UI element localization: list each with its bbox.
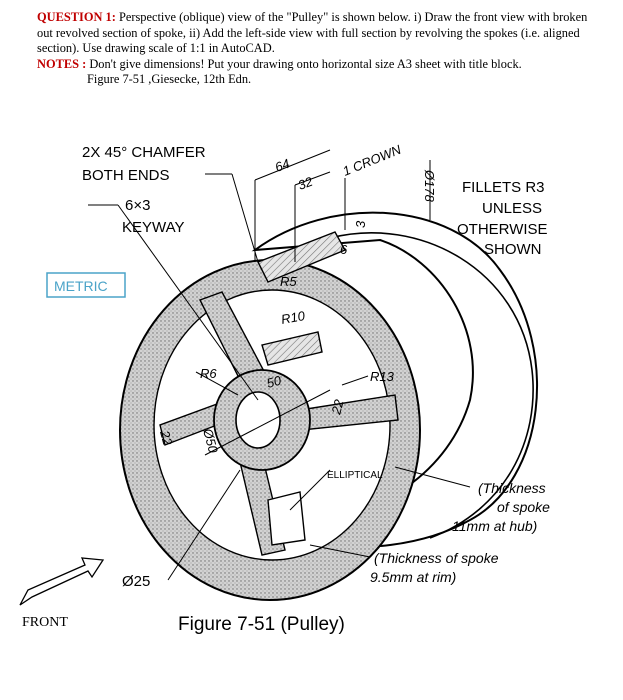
dim-22-right: 22 (328, 397, 347, 417)
leader-dia25 (167, 469, 241, 581)
dim-50-dia: Ø50 (200, 426, 221, 455)
dim-64-line (254, 149, 331, 181)
figure-caption: Figure 7-51 (Pulley) (178, 614, 345, 635)
leader-dia50 (204, 389, 331, 456)
crown-label: 1 CROWN (341, 142, 404, 179)
rim-outer-surface (251, 211, 538, 549)
elliptical-label: ELLIPTICAL (327, 470, 383, 481)
leader-chamfer-diag (231, 173, 259, 263)
fillets-line-3: OTHERWISE (457, 221, 548, 238)
dim-64-label: 64 (273, 156, 292, 175)
dim-22-left: 22 (157, 428, 176, 448)
fillets-line-1: FILLETS R3 (462, 179, 545, 196)
dia25-label: Ø25 (122, 573, 150, 590)
leader-r6 (195, 371, 239, 396)
notes-label: NOTES : (37, 56, 87, 71)
dim-32-line (294, 171, 331, 186)
hub-bore (235, 391, 281, 449)
question-text: Perspective (oblique) view of the "Pulle… (37, 10, 588, 55)
leader-elliptical (289, 469, 331, 511)
metric-label: METRIC (54, 278, 108, 294)
thick-hub-1: (Thickness (478, 480, 546, 496)
dim-6-label: 6 (340, 242, 348, 257)
thick-rim-2: 9.5mm at rim) (370, 569, 456, 585)
metric-box (46, 272, 126, 298)
r5-label: R5 (280, 274, 297, 289)
thick-hub-2: of spoke (497, 499, 550, 515)
spoke-section-elliptical (267, 491, 306, 546)
front-label: FRONT (22, 615, 68, 630)
leader-r13 (341, 375, 369, 386)
dim-50-label: 50 (265, 372, 284, 390)
keyway-label-2: KEYWAY (122, 219, 185, 236)
rim-outer-edge (329, 232, 534, 539)
figure-reference: Figure 7-51 ,Giesecke, 12th Edn. (87, 72, 252, 86)
question-label: QUESTION 1: (37, 10, 116, 24)
leader-thick-hub (394, 466, 471, 488)
chamfer-label-2: BOTH ENDS (82, 167, 170, 184)
notes-text: Don't give dimensions! Put your drawing … (86, 56, 522, 71)
r10-label: R10 (280, 308, 307, 327)
r6-label: R6 (200, 366, 217, 381)
r13-label: R13 (370, 369, 395, 384)
fillets-line-2: UNLESS (482, 200, 542, 217)
hub-section-cut (261, 331, 323, 366)
keyway-label-1: 6×3 (125, 197, 150, 214)
thick-rim-1: (Thickness of spoke (374, 550, 499, 566)
front-arrow-icon (19, 557, 105, 606)
fillets-line-4: SHOWN (484, 241, 542, 258)
dim-32-label: 32 (296, 174, 315, 193)
dim-3-label: 3 (353, 220, 368, 228)
chamfer-label-1: 2X 45° CHAMFER (82, 144, 206, 161)
dim-178-label: Ø178 (422, 169, 437, 203)
leader-keyway-diag (117, 204, 259, 401)
rim-section-cut (257, 231, 346, 283)
question-block: QUESTION 1: Perspective (oblique) view o… (37, 10, 597, 88)
leader-thick-rim (309, 544, 371, 558)
thick-hub-3: 11mm at hub) (452, 518, 537, 534)
